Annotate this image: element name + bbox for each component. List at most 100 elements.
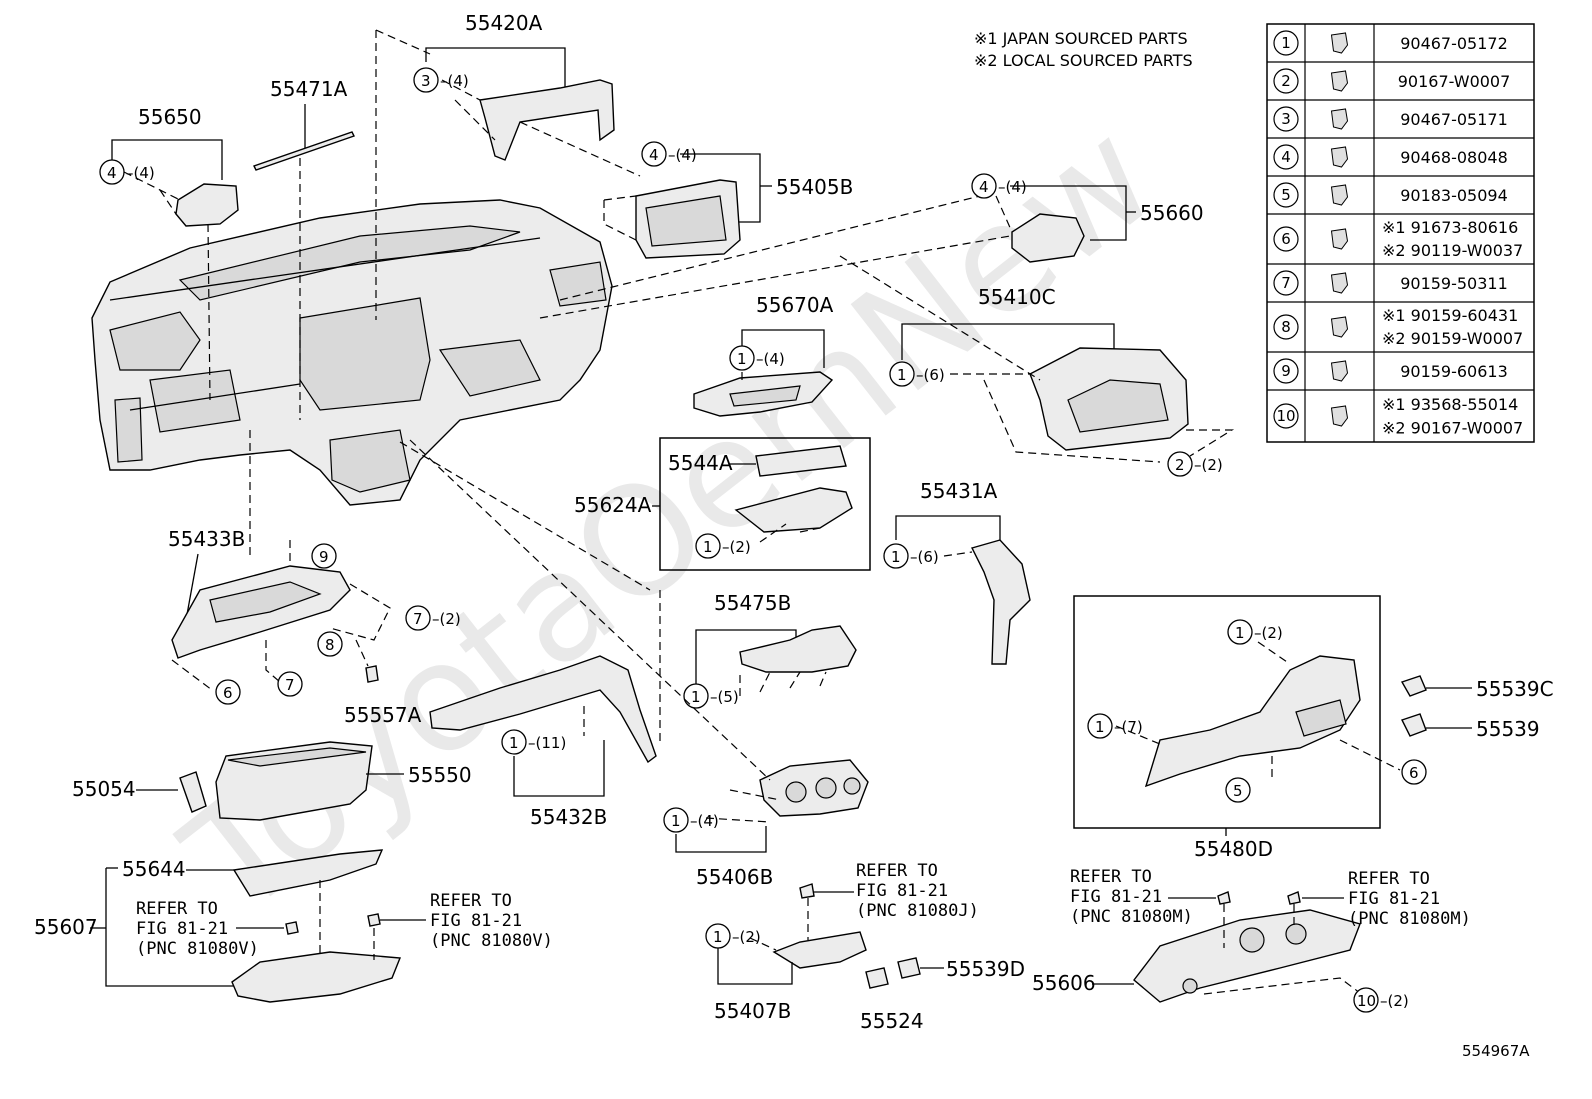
refer-line-3: (PNC 81080M) (1348, 909, 1471, 929)
part-label-55432B: 55432B (530, 805, 607, 829)
fastener-icon (1330, 146, 1349, 168)
refer-note-r3: REFER TO FIG 81-21 (PNC 81080J) (856, 861, 979, 921)
callout-number: 4 (649, 146, 659, 164)
part-label-5544A: 5544A (668, 451, 733, 475)
fastener-part-number: 90467-05172 (1400, 34, 1508, 53)
callout-quantity: –(11) (528, 734, 566, 752)
callout-number: 7 (285, 676, 295, 694)
part-label-55524: 55524 (860, 1009, 924, 1033)
fastener-number: 6 (1281, 230, 1291, 248)
fastener-row: 8※1 90159-60431※2 90159-W0007 (1267, 301, 1534, 348)
fastener-number-circle (1273, 314, 1299, 340)
fastener-table-frame (1266, 23, 1535, 443)
callout-number: 1 (1095, 718, 1105, 736)
fastener-icon (1330, 316, 1349, 338)
part-55405B: 55405B (519, 121, 853, 259)
callout-number: 1 (897, 366, 907, 384)
part-55433B: 55433B (168, 430, 391, 691)
fastener-number: 1 (1281, 34, 1291, 52)
callout-number: 1 (891, 548, 901, 566)
callout-c3: 4 –(4) (641, 141, 697, 167)
fastener-part-number: 90159-60613 (1400, 362, 1508, 381)
fastener-part-number: 90159-50311 (1400, 274, 1508, 293)
callout-number: 1 (671, 812, 681, 830)
refer-line-3: (PNC 81080V) (136, 939, 259, 959)
callout-number: 5 (1233, 782, 1243, 800)
callout-c13: 6 (215, 679, 241, 705)
callout-number: 7 (413, 610, 423, 628)
fastener-icon (1330, 405, 1349, 427)
fastener-number: 4 (1281, 148, 1291, 166)
part-label-55539D: 55539D (946, 957, 1025, 981)
callout-quantity: –(4) (440, 72, 469, 90)
fastener-number-circle (1273, 106, 1299, 132)
fastener-number: 9 (1281, 362, 1291, 380)
callout-quantity: –(4) (668, 146, 697, 164)
callout-c8: 1 –(2) (695, 533, 751, 559)
callout-number: 2 (1175, 456, 1185, 474)
part-label-55471A: 55471A (270, 77, 348, 101)
part-label-55644: 55644 (122, 857, 186, 881)
refer-note-r1: REFER TO FIG 81-21 (PNC 81080V) (136, 899, 299, 959)
callout-c19: 6 (1401, 759, 1427, 785)
callout-number: 6 (223, 684, 233, 702)
fastener-icon (1330, 32, 1349, 54)
fastener-number: 10 (1276, 407, 1295, 425)
callout-c20: 1 –(11) (501, 729, 566, 755)
part-label-55480D: 55480D (1194, 837, 1273, 861)
refer-note-r5: REFER TO FIG 81-21 (PNC 81080M) (1302, 869, 1471, 929)
callout-number: 4 (107, 164, 117, 182)
fastener-row: 3 90467-05171 (1267, 99, 1534, 132)
fastener-number-circle (1273, 358, 1299, 384)
fastener-part-number: ※1 90159-60431 (1382, 306, 1518, 325)
part-label-55550: 55550 (408, 763, 472, 787)
note-japan-sourced: ※1 JAPAN SOURCED PARTS (974, 29, 1188, 48)
callout-c16: 1 –(2) (1227, 619, 1283, 645)
part-label-55475B: 55475B (714, 591, 791, 615)
part-label-55410C: 55410C (978, 285, 1056, 309)
callout-c7: 2 –(2) (1167, 451, 1223, 477)
fastener-part-number: ※2 90167-W0007 (1382, 419, 1523, 438)
part-55420A: 55420A (425, 11, 615, 161)
fastener-icon (1330, 108, 1349, 130)
part-label-55670A: 55670A (756, 293, 834, 317)
refer-line-3: (PNC 81080J) (856, 901, 979, 921)
callout-c12: 8 (317, 631, 343, 657)
callout-number: 1 (691, 688, 701, 706)
part-55644: 55644 (122, 849, 384, 960)
callout-quantity: –(4) (998, 178, 1027, 196)
fastener-part-number: 90467-05171 (1400, 110, 1508, 129)
callout-c22: 1 –(2) (705, 923, 761, 949)
callout-c23: 10 –(2) (1353, 987, 1409, 1013)
callout-quantity: –(4) (756, 350, 785, 368)
callout-c9: 1 –(6) (883, 543, 939, 569)
callout-number: 3 (421, 72, 431, 90)
callout-number: 9 (319, 548, 329, 566)
refer-line-1: REFER TO (136, 899, 218, 919)
part-label-55407B: 55407B (714, 999, 791, 1023)
callout-number: 1 (509, 734, 519, 752)
part-label-55054: 55054 (72, 777, 136, 801)
note-local-sourced: ※2 LOCAL SOURCED PARTS (974, 51, 1193, 70)
fastener-number: 3 (1281, 110, 1291, 128)
callout-c1: 3 –(4) (413, 67, 469, 93)
part-55650: 55650 (111, 105, 239, 401)
part-55670A: 55670A (693, 293, 834, 417)
callout-number: 1 (1235, 624, 1245, 642)
callout-number: 1 (713, 928, 723, 946)
part-55539D: 55539D (897, 957, 1025, 981)
fastener-icon (1330, 70, 1349, 92)
fastener-row: 10※1 93568-55014※2 90167-W0007 (1267, 389, 1534, 438)
part-55624A: 55624A 5544A (574, 437, 871, 571)
part-label-55539C: 55539C (1476, 677, 1554, 701)
callout-quantity: –(5) (710, 688, 739, 706)
refer-line-1: REFER TO (1348, 869, 1430, 889)
fastener-icon (1330, 360, 1349, 382)
refer-line-2: FIG 81-21 (1070, 887, 1162, 907)
callout-number: 8 (325, 636, 335, 654)
fastener-number: 5 (1281, 186, 1291, 204)
refer-note-r4: REFER TO FIG 81-21 (PNC 81080M) (1070, 867, 1216, 927)
